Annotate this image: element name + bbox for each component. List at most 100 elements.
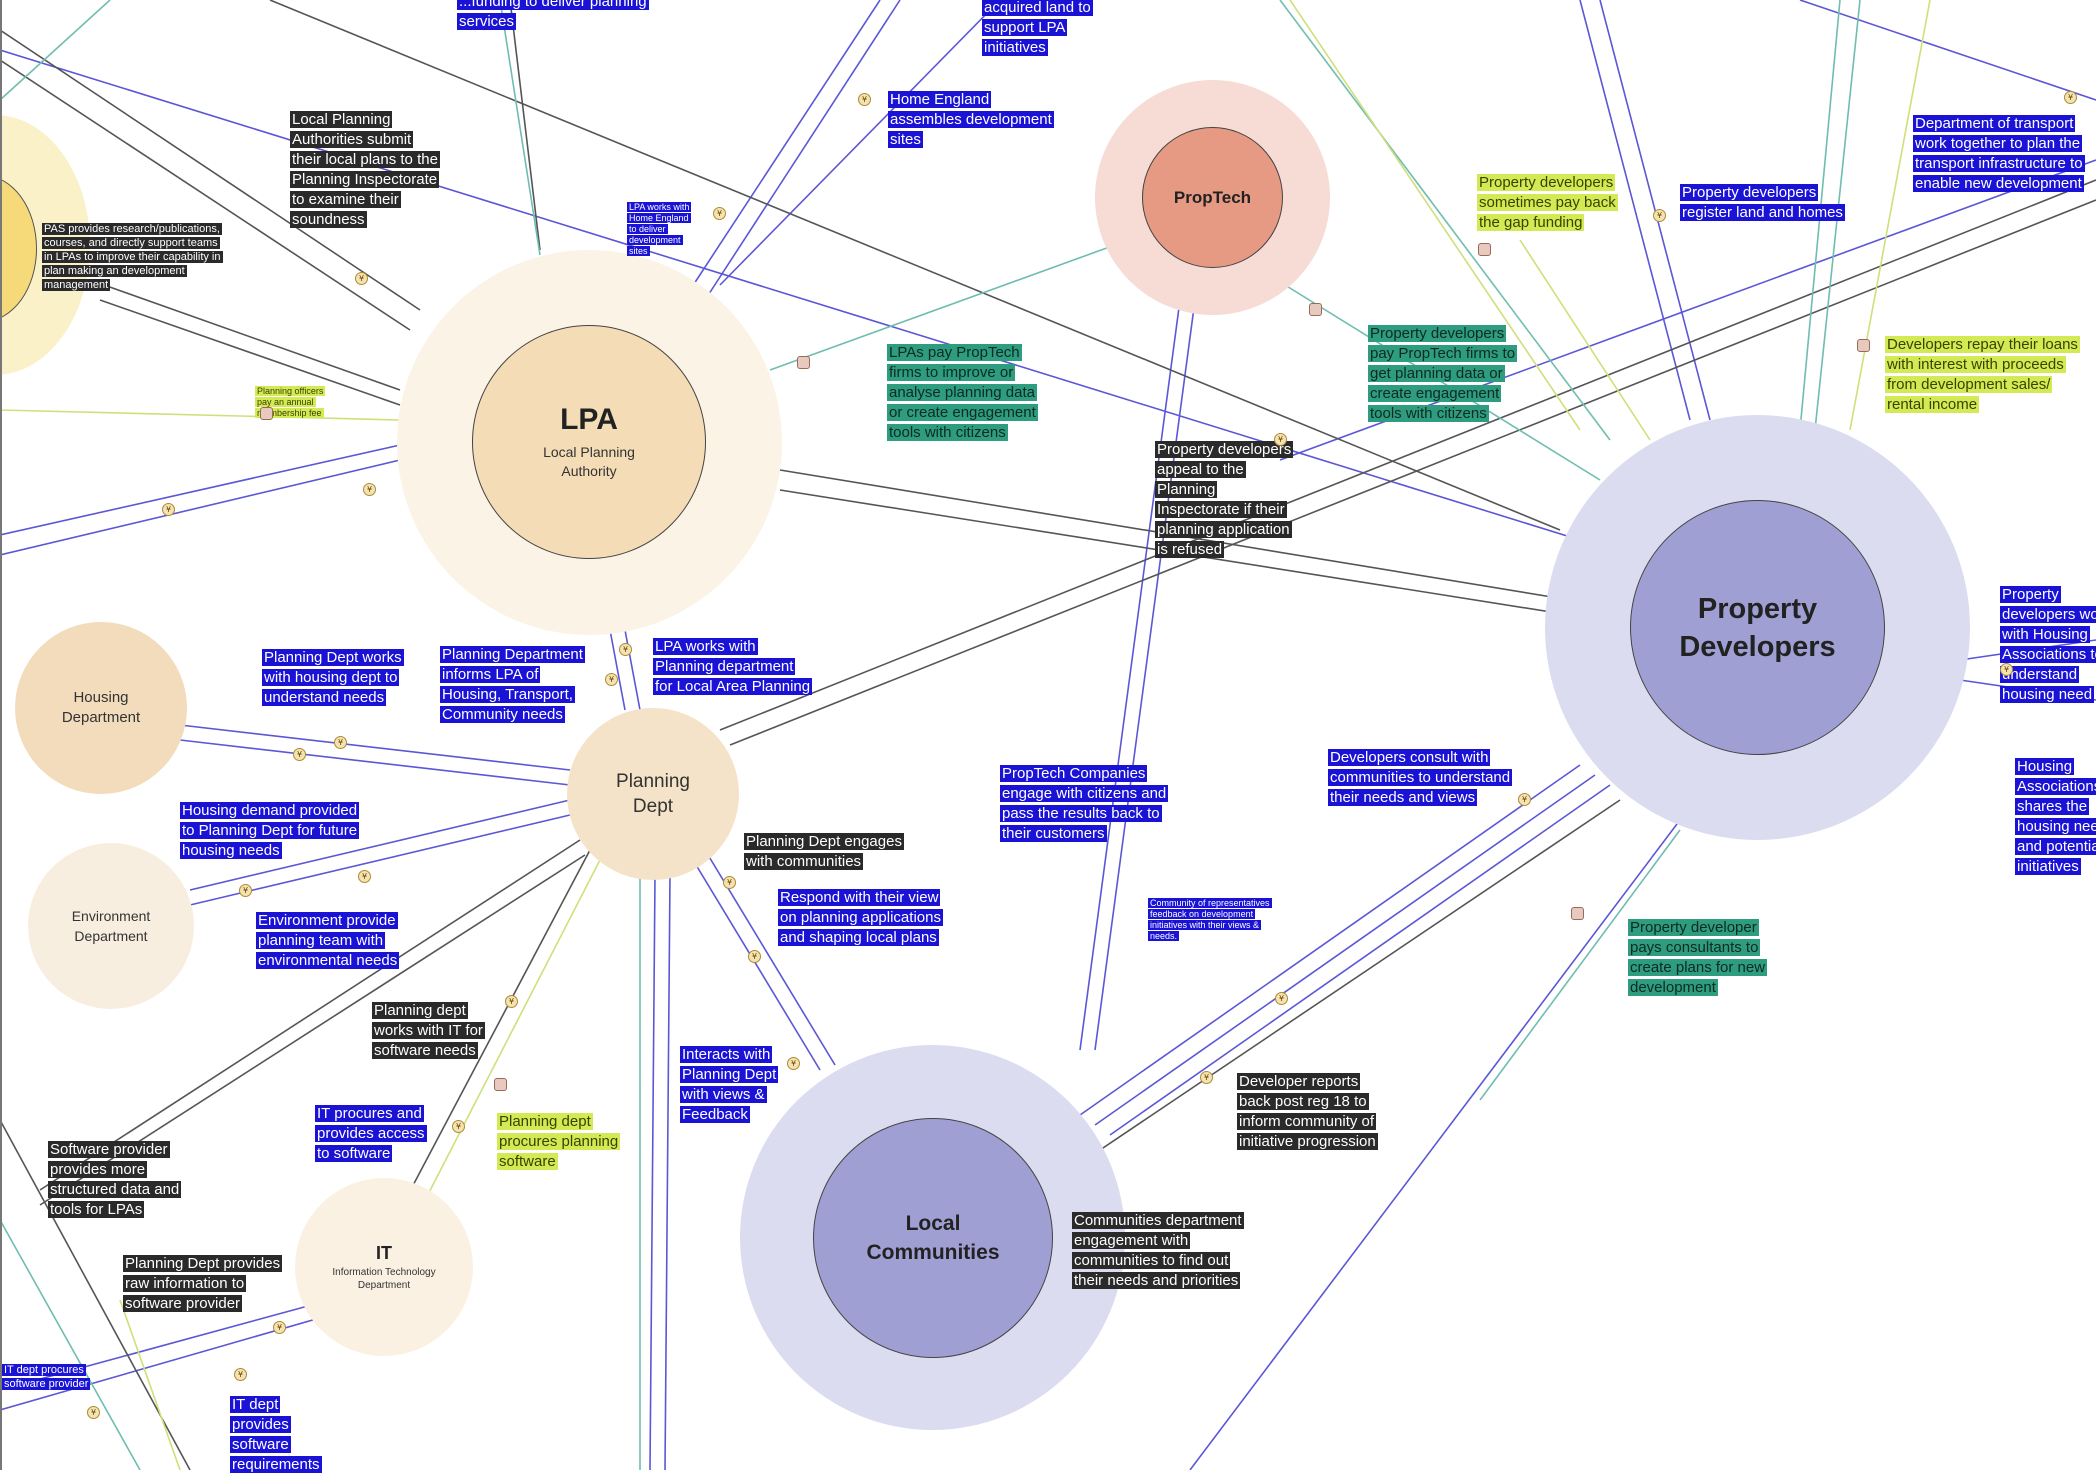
- money-icon: ¥: [293, 748, 306, 761]
- label-dev-pays-consultants[interactable]: Property developer pays consultants to c…: [1628, 919, 1768, 996]
- label-home-england[interactable]: Home England assembles development sites: [888, 91, 1054, 148]
- property-developers-node[interactable]: Property Developers: [1630, 500, 1885, 755]
- label-tiny-blue[interactable]: LPA works with Home England to deliver d…: [627, 202, 692, 256]
- label-pd-housing[interactable]: Planning Dept works with housing dept to…: [262, 649, 404, 706]
- edge-dev-top-right: [1799, 0, 2096, 101]
- label-pas-research[interactable]: PAS provides research/publications, cour…: [42, 223, 223, 291]
- label-dev-register[interactable]: Property developers register land and ho…: [1680, 184, 1845, 221]
- housing-dept-label-wrap: Housing Department: [15, 622, 187, 794]
- label-funding-services[interactable]: ...funding to deliver planning services: [457, 0, 687, 32]
- edge-env-planning-2: [189, 814, 571, 906]
- money-icon: ¥: [355, 272, 368, 285]
- proptech-node[interactable]: PropTech: [1142, 127, 1283, 268]
- label-pd-housing-assoc[interactable]: Property developers work with Housing As…: [2000, 585, 2096, 705]
- edge-proptech-communities: [1079, 299, 1181, 1051]
- housing-dept-title: Housing Department: [61, 689, 141, 726]
- label-pd-procures[interactable]: Planning dept procures planning software: [497, 1113, 621, 1170]
- label-pd-informs[interactable]: Planning Department informs LPA of Housi…: [440, 646, 585, 723]
- label-proptech-engage[interactable]: PropTech Companies engage with citizens …: [1000, 765, 1169, 842]
- label-dept-transport[interactable]: Department of transport work together to…: [1913, 115, 2085, 192]
- label-dev-reports[interactable]: Developer reports back post reg 18 to in…: [1237, 1073, 1378, 1150]
- document-icon: [1478, 243, 1491, 256]
- edge-lime-5: [119, 1299, 181, 1470]
- edge-gray-4: [99, 299, 401, 406]
- label-community-reps[interactable]: Community of representatives feedback on…: [1148, 898, 1272, 941]
- edge-housing-planning: [179, 724, 571, 771]
- label-it-dept-provides[interactable]: IT dept provides software requirements: [230, 1396, 322, 1473]
- edge-planning-bottom: [649, 874, 656, 1470]
- it-title: IT: [376, 1242, 392, 1263]
- edge-env-planning: [189, 799, 571, 891]
- label-dev-pay-back[interactable]: Property developers sometimes pay back t…: [1477, 174, 1618, 231]
- label-interacts[interactable]: Interacts with Planning Dept with views …: [680, 1046, 779, 1123]
- edge-lpa-proptech: [769, 244, 1116, 371]
- edge-housing-planning-2: [179, 739, 571, 786]
- label-software-provider[interactable]: Software provider provides more structur…: [48, 1141, 182, 1218]
- it-node[interactable]: [295, 1178, 473, 1356]
- money-icon: ¥: [787, 1057, 800, 1070]
- label-acquired-land[interactable]: acquired land to support LPA initiatives: [982, 0, 1093, 56]
- edge-gray-1: [0, 29, 421, 311]
- edge-gray-bottom: [0, 1119, 191, 1470]
- money-icon: ¥: [334, 736, 347, 749]
- label-communities-dept[interactable]: Communities department engagement with c…: [1072, 1212, 1244, 1289]
- money-icon: ¥: [713, 207, 726, 220]
- edge-lime-3: [1849, 0, 1931, 431]
- money-icon: ¥: [358, 870, 371, 883]
- edge-lime-1: [0, 409, 401, 421]
- edge-lpa-planning: [609, 629, 626, 711]
- it-label-wrap: IT Information Technology Department: [295, 1178, 473, 1356]
- money-icon: ¥: [505, 995, 518, 1008]
- edge-lpa-left: [0, 444, 401, 536]
- money-icon: ¥: [1518, 793, 1531, 806]
- money-icon: ¥: [234, 1368, 247, 1381]
- edge-dev-communities-2: [1094, 774, 1596, 1126]
- label-it-dept-procures[interactable]: IT dept procures software provider: [2, 1364, 91, 1390]
- edge-planning-dev-long-2: [729, 199, 2096, 746]
- edge-it-planning: [399, 849, 591, 1211]
- label-lpa-submit[interactable]: Local Planning Authorities submit their …: [290, 111, 440, 228]
- money-icon: ¥: [452, 1120, 465, 1133]
- label-it-procures[interactable]: IT procures and provides access to softw…: [315, 1105, 427, 1162]
- environment-dept-node[interactable]: [28, 843, 194, 1009]
- label-pd-it[interactable]: Planning dept works with IT for software…: [372, 1002, 485, 1059]
- label-dev-pay-proptech[interactable]: Property developers pay PropTech firms t…: [1368, 325, 1518, 422]
- money-icon: ¥: [619, 643, 632, 656]
- planning-dept-label-wrap: Planning Dept: [567, 708, 739, 880]
- label-pd-engages[interactable]: Planning Dept engages with communities: [744, 833, 904, 870]
- label-housing-demand[interactable]: Housing demand provided to Planning Dept…: [180, 802, 360, 859]
- label-respond[interactable]: Respond with their view on planning appl…: [778, 889, 943, 946]
- label-lpa-works[interactable]: LPA works with Planning department for L…: [653, 638, 813, 695]
- planning-dept-node[interactable]: [567, 708, 739, 880]
- lpa-title: LPA: [560, 403, 618, 436]
- label-pd-raw[interactable]: Planning Dept provides raw information t…: [123, 1255, 283, 1312]
- label-dev-appeal[interactable]: Property developers appeal to the Planni…: [1155, 441, 1294, 558]
- money-icon: ¥: [2064, 91, 2077, 104]
- document-icon: [1309, 303, 1322, 316]
- edge-gray-3: [89, 279, 401, 391]
- edge-teal-2: [499, 0, 541, 256]
- edge-lime-4: [419, 859, 601, 1211]
- edge-gray-long: [269, 0, 1561, 531]
- edge-software-planning: [39, 839, 581, 1191]
- money-icon: ¥: [1653, 209, 1666, 222]
- money-icon: ¥: [723, 876, 736, 889]
- label-dev-repay[interactable]: Developers repay their loans with intere…: [1885, 336, 2080, 413]
- label-lpas-pay-proptech[interactable]: LPAs pay PropTech firms to improve or an…: [887, 344, 1038, 441]
- housing-dept-node[interactable]: [15, 622, 187, 794]
- money-icon: ¥: [162, 503, 175, 516]
- edge-lpa-top-3: [719, 0, 1001, 286]
- label-housing-assoc[interactable]: Housing Associations shares the housing …: [2015, 757, 2096, 877]
- local-communities-node[interactable]: Local Communities: [813, 1118, 1053, 1358]
- edge-lpa-planning-2: [624, 629, 641, 711]
- edge-dev-bottom: [1189, 819, 1681, 1470]
- edge-proptech-dev: [1284, 284, 1601, 481]
- lpa-node[interactable]: LPA Local Planning Authority: [472, 325, 706, 559]
- label-dev-consult[interactable]: Developers consult with communities to u…: [1328, 749, 1513, 806]
- label-env-provide[interactable]: Environment provide planning team with e…: [256, 912, 400, 969]
- document-icon: [1571, 907, 1584, 920]
- money-icon: ¥: [1275, 992, 1288, 1005]
- money-icon: ¥: [239, 884, 252, 897]
